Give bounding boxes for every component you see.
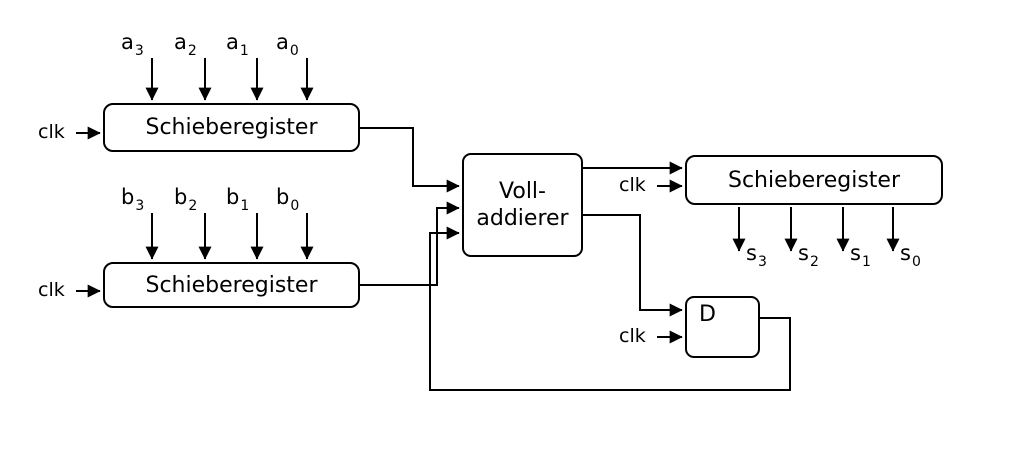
- label-a2: a2: [174, 30, 197, 60]
- label-b1: b1: [226, 185, 250, 215]
- wire-dff-feedback: [429, 226, 791, 391]
- label-s0: s0: [900, 241, 921, 271]
- wire-rega-to-adder: [360, 127, 460, 193]
- d-flipflop-label: D: [699, 302, 716, 327]
- clk-label-reg-a: clk: [38, 121, 65, 143]
- wire-regb-to-adder: [360, 201, 460, 286]
- clk-label-reg-b: clk: [38, 279, 65, 301]
- full-adder-label-line1: Voll-: [499, 179, 546, 204]
- shift-register-s-box: Schieberegister: [685, 155, 943, 205]
- full-adder-label-line2: addierer: [476, 206, 569, 231]
- label-b0: b0: [276, 185, 300, 215]
- label-a0: a0: [276, 30, 299, 60]
- label-a1: a1: [226, 30, 249, 60]
- wire-adder-carry-to-dff: [583, 214, 683, 317]
- full-adder-box: Voll- addierer: [462, 153, 583, 257]
- shift-register-a-box: Schieberegister: [103, 103, 360, 152]
- d-flipflop-box: D: [685, 296, 760, 358]
- clk-label-dff: clk: [619, 325, 646, 347]
- label-s3: s3: [746, 241, 767, 271]
- shift-register-b-box: Schieberegister: [103, 262, 360, 308]
- clk-label-reg-s: clk: [619, 174, 646, 196]
- shift-register-a-label: Schieberegister: [145, 115, 318, 140]
- label-b2: b2: [174, 185, 198, 215]
- shift-register-b-label: Schieberegister: [145, 272, 318, 298]
- label-b3: b3: [121, 185, 145, 215]
- shift-register-s-label: Schieberegister: [728, 167, 900, 193]
- label-a3: a3: [121, 30, 144, 60]
- label-s1: s1: [850, 241, 871, 271]
- label-s2: s2: [798, 241, 819, 271]
